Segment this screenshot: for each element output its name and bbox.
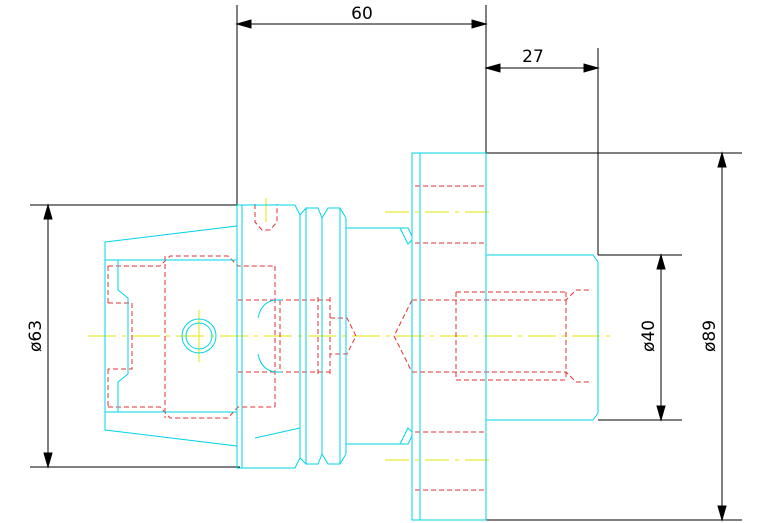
dimension-40-label: ø40 <box>639 320 659 352</box>
dimension-89-label: ø89 <box>700 320 720 352</box>
hidden-lines <box>107 185 592 491</box>
dimension-63-label: ø63 <box>26 320 46 352</box>
dimension-60-label: 60 <box>351 4 373 24</box>
dimension-lines <box>30 5 742 522</box>
part-outline <box>104 152 599 521</box>
dimension-27-label: 27 <box>522 47 544 67</box>
center-lines <box>88 198 610 461</box>
